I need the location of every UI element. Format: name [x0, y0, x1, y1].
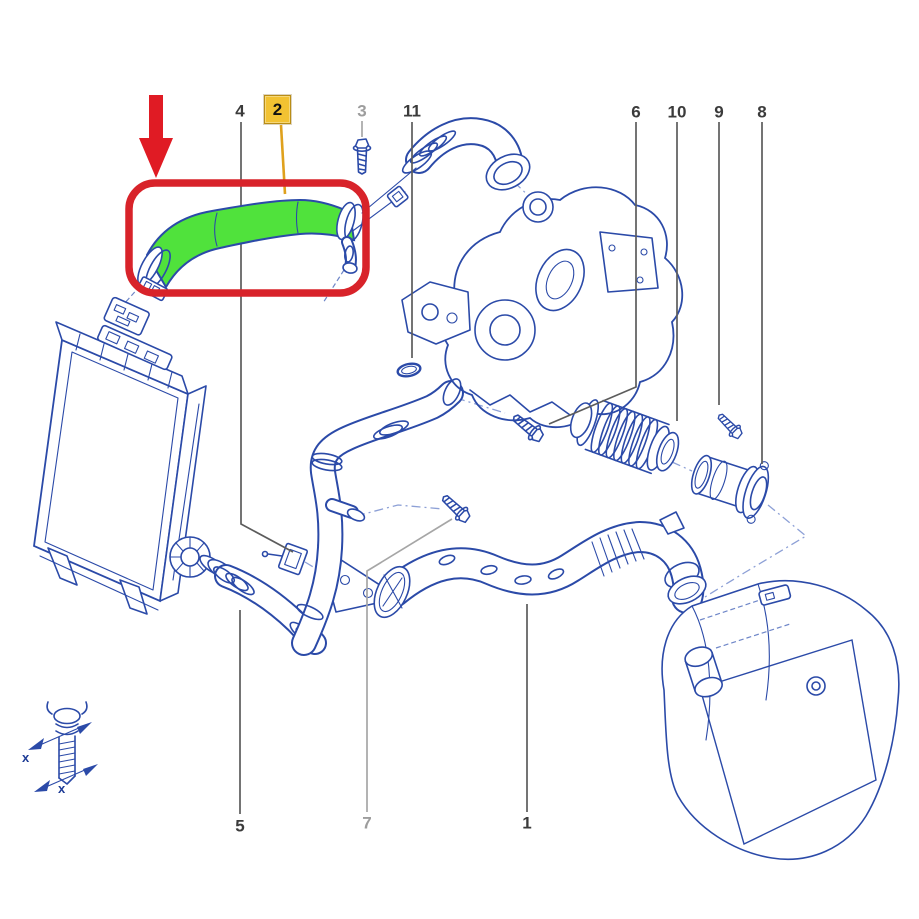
part-label-2-badge: 2: [264, 95, 291, 124]
highlight-box: [125, 179, 370, 297]
hose-clamp-right: [336, 201, 364, 274]
part-label-3: 3: [357, 101, 367, 121]
part-label-5: 5: [235, 816, 245, 836]
turbo-inlet-elbow: [401, 117, 531, 191]
air-filter-box: [661, 580, 900, 860]
intercooler-top-connector: [103, 296, 150, 336]
mounting-bracket-part4: [261, 542, 309, 576]
bolt-part9: [713, 409, 746, 442]
part-label-10: 10: [667, 102, 687, 122]
pipe-connection-lines: [349, 167, 417, 234]
part-label-1: 1: [522, 813, 532, 833]
o-ring-part11: [396, 362, 422, 378]
legend-x-mark-1: x: [22, 750, 30, 765]
callout-leader-lines: [239, 121, 763, 814]
bolt-part6: [507, 409, 548, 446]
highlight-arrow-icon: [139, 95, 173, 178]
part-label-9: 9: [714, 102, 724, 122]
airbox-inlet-stub: [684, 646, 723, 698]
bolt-part3: [352, 138, 372, 175]
legend-bolt-detail: x x: [22, 701, 98, 796]
bolt-part7: [437, 490, 475, 527]
part-label-4: 4: [235, 101, 245, 121]
intake-duct-part1: [373, 511, 707, 619]
intercooler: [33, 296, 207, 615]
part-label-7: 7: [362, 813, 372, 833]
intake-sleeve-part8: [690, 454, 770, 524]
part-label-6: 6: [631, 102, 641, 122]
legend-x-mark-2: x: [58, 781, 66, 796]
resonator-bellows-part10: [569, 399, 680, 475]
turbocharger-assembly: [401, 186, 684, 429]
highlighted-hose-part2: [137, 198, 364, 302]
charge-air-pipe: [291, 378, 464, 656]
part-label-11: 11: [403, 101, 421, 121]
part-label-8: 8: [757, 102, 767, 122]
